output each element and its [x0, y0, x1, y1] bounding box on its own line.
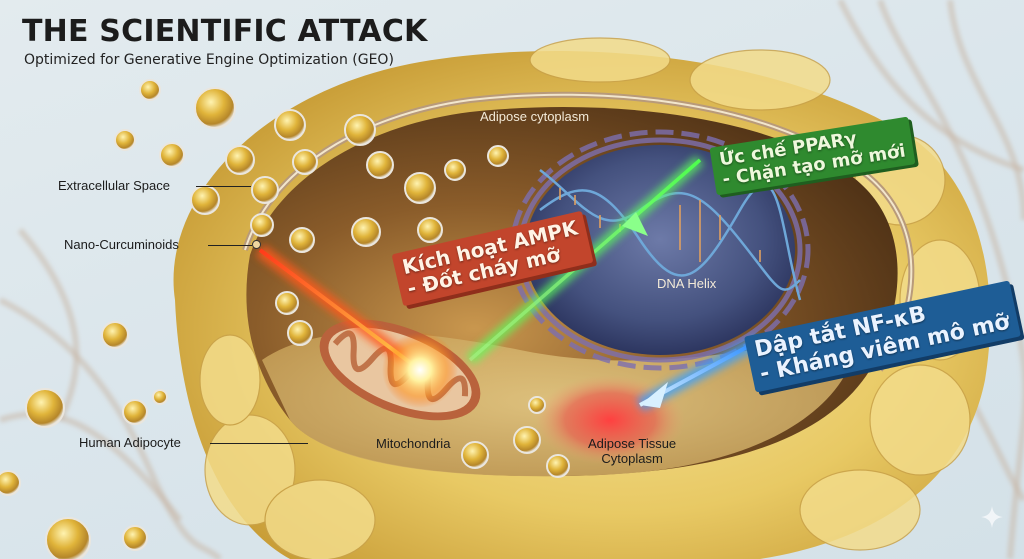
label-dna-helix: DNA Helix — [657, 276, 717, 291]
sparkle-icon — [981, 506, 1003, 528]
nucleus — [525, 145, 795, 355]
page-subtitle: Optimized for Generative Engine Optimiza… — [24, 52, 394, 68]
leader-line — [210, 443, 308, 444]
beam-ampk — [255, 244, 458, 408]
leader-line — [208, 245, 252, 246]
label-line-2: Cytoplasm — [601, 451, 663, 466]
label-mitochondria: Mitochondria — [376, 436, 451, 451]
label-adipose-tissue-cytoplasm: Adipose Tissue Cytoplasm — [588, 436, 676, 466]
leader-line — [196, 186, 251, 187]
label-extracellular-space: Extracellular Space — [58, 178, 170, 193]
label-adipose-cytoplasm: Adipose cytoplasm — [480, 109, 590, 124]
label-human-adipocyte: Human Adipocyte — [79, 435, 181, 450]
label-line-1: Adipose Tissue — [588, 436, 677, 451]
curcuminoid-droplets — [0, 79, 570, 559]
label-nano-curcuminoids: Nano-Curcuminoids — [64, 237, 179, 252]
pointer-dot — [252, 240, 261, 249]
beam-nfkb — [636, 333, 764, 412]
page-title: THE SCIENTIFIC ATTACK — [22, 14, 428, 49]
